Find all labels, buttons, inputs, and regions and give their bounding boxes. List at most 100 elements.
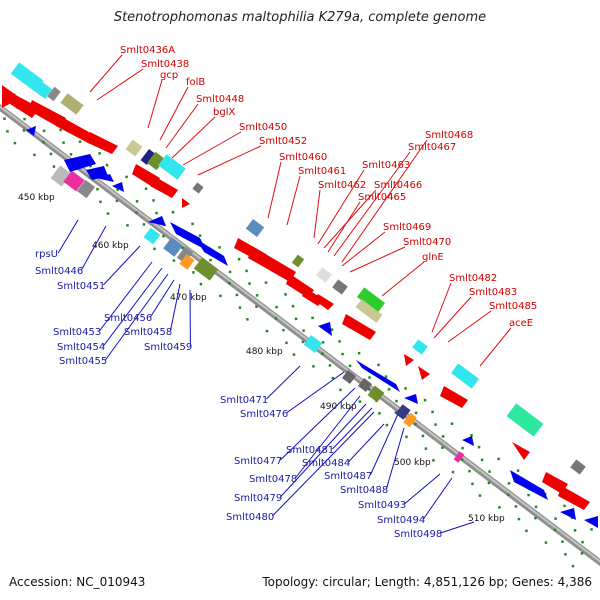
track-tick	[534, 505, 538, 509]
gene-leader-line	[348, 423, 385, 463]
gene-arrow-reverse	[318, 322, 332, 336]
track-tick	[414, 411, 418, 415]
gene-label-forward: Smlt0448	[196, 94, 244, 105]
gene-label-forward: Smlt0452	[259, 136, 307, 147]
track-tick	[477, 445, 481, 449]
gene-leader-line	[404, 473, 441, 505]
track-tick	[461, 446, 464, 450]
gene-label-reverse: Smlt0477	[234, 456, 282, 467]
kbp-label: 490 kbp	[320, 402, 357, 412]
olive-feature	[146, 151, 166, 171]
gene-arrow-reverse	[64, 154, 96, 172]
track-tick	[564, 553, 567, 556]
gene-label-reverse: Smlt0480	[226, 512, 274, 523]
gene-leader-line	[169, 283, 181, 332]
track-tick	[228, 270, 232, 274]
gene-leader-line	[447, 310, 492, 343]
track-tick	[116, 188, 119, 191]
track-tick	[450, 422, 454, 425]
track-tick	[516, 469, 520, 472]
track-tick	[171, 210, 175, 214]
gene-arrow-forward	[28, 100, 66, 128]
track-tick	[581, 540, 584, 544]
track-tick	[198, 234, 202, 237]
track-tick	[498, 506, 501, 509]
grey-feature	[47, 86, 61, 102]
track-tick	[423, 398, 427, 402]
gene-label-forward: Smlt0465	[358, 192, 406, 203]
gene-label-forward: Smlt0463	[362, 160, 410, 171]
gene-label-reverse: Smlt0453	[53, 327, 101, 338]
grey-feature	[50, 165, 72, 187]
track-tick	[152, 199, 155, 202]
gene-arrow-forward	[150, 176, 178, 198]
gene-label-reverse: Smlt0478	[249, 474, 297, 485]
gene-leader-line	[440, 521, 475, 534]
track-tick	[507, 482, 511, 485]
olive-feature	[291, 254, 305, 268]
track-tick	[357, 351, 361, 355]
gene-arrow-reverse	[112, 182, 124, 192]
gene-leader-line	[272, 411, 375, 517]
gene-label-forward: Smlt0436A	[120, 45, 175, 56]
gene-leader-line	[165, 103, 199, 149]
track-tick	[135, 211, 138, 214]
gene-arrow-reverse	[26, 126, 36, 136]
track-tick	[191, 222, 194, 226]
gene-leader-line	[89, 54, 123, 93]
track-tick	[106, 212, 110, 215]
track-tick	[219, 294, 222, 298]
track-tick	[209, 258, 212, 262]
gene-arrow-forward	[86, 132, 118, 154]
track-tick	[96, 187, 99, 191]
gene-label-reverse: Smlt0451	[57, 281, 105, 292]
gene-label-reverse: Smlt0471	[220, 395, 268, 406]
track-tick	[3, 117, 6, 120]
track-tick	[292, 353, 296, 356]
track-tick	[571, 564, 575, 568]
track-tick	[385, 423, 389, 427]
gene-label-reverse: Smlt0481	[286, 445, 334, 456]
grey-feature	[341, 369, 357, 385]
track-tick	[144, 187, 148, 190]
gene-leader-line	[479, 327, 512, 367]
gene-leader-line	[197, 145, 262, 176]
gene-leader-line	[313, 189, 321, 239]
track-tick	[264, 281, 268, 284]
grey-feature	[76, 179, 96, 199]
gene-leader-line	[422, 477, 453, 520]
gene-leader-line	[349, 246, 406, 273]
gene-label-forward: folB	[186, 77, 205, 88]
track-tick	[341, 352, 344, 356]
gene-label-forward: Smlt0470	[403, 237, 451, 248]
gene-leader-line	[286, 371, 345, 414]
track-tick	[99, 200, 102, 204]
track-tick	[517, 517, 521, 521]
track-tick	[199, 282, 203, 286]
gene-label-reverse: Smlt0455	[59, 356, 107, 367]
magenta-feature	[63, 170, 85, 192]
gene-leader-line	[182, 131, 242, 166]
gene-leader-line	[267, 161, 282, 219]
gene-label-forward: glnE	[422, 252, 444, 263]
gene-arrow-forward	[558, 486, 590, 510]
gene-label-reverse: Smlt0479	[234, 493, 282, 504]
track-tick	[487, 481, 491, 485]
track-tick	[321, 352, 324, 355]
track-tick	[527, 493, 530, 497]
gene-arrow-forward	[56, 116, 96, 144]
navy-feature	[140, 149, 156, 165]
track-tick	[384, 375, 388, 378]
track-tick	[284, 293, 287, 296]
track-tick	[311, 316, 314, 320]
gene-label-forward: aceE	[509, 318, 533, 329]
teal-feature	[506, 403, 544, 437]
kbp-label: 500 kbp	[394, 458, 431, 468]
track-tick	[424, 447, 428, 450]
orange-feature	[403, 412, 417, 428]
track-tick	[105, 163, 109, 167]
kbp-label: 510 kbp	[468, 514, 505, 524]
gene-leader-line	[103, 267, 163, 347]
accession-label: Accession: NC_010943	[9, 575, 146, 589]
grey-feature	[357, 377, 373, 393]
